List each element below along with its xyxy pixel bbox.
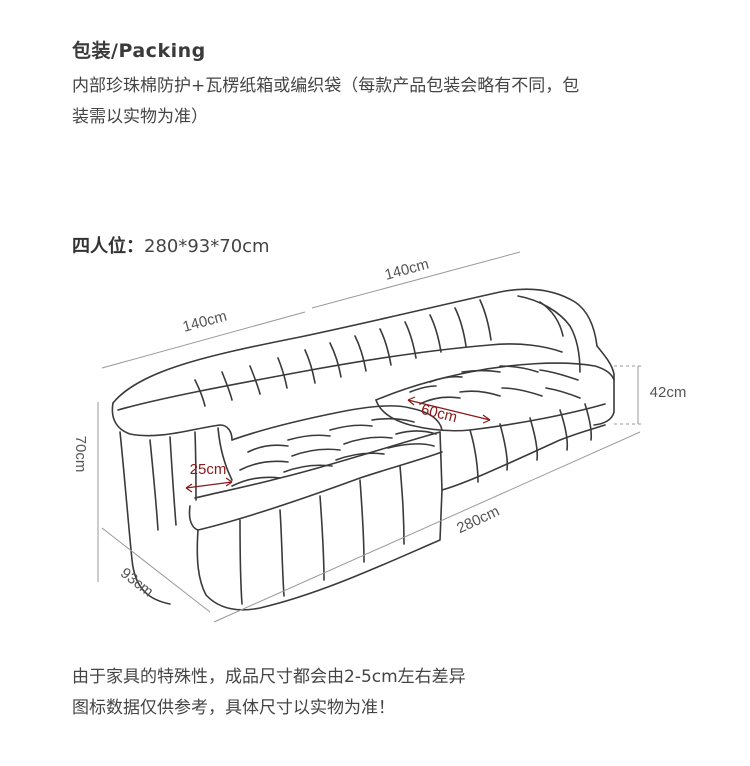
sofa-outline [111,288,615,611]
packing-description-line-1: 内部珍珠棉防护+瓦楞纸箱或编织袋（每款产品包装会略有不同，包 [72,76,580,96]
label-height: 70cm [72,436,89,473]
label-seat-height: 42cm [650,384,687,401]
dimension-lines [97,251,644,623]
label-depth: 93cm [117,564,156,600]
disclaimer-line-2: 图标数据仅供参考，具体尺寸以实物为准！ [72,698,395,718]
dimension-line-depth [101,527,211,613]
packing-description-line-2: 装需以实物为准） [72,107,208,127]
disclaimer-line-1: 由于家具的特殊性，成品尺寸都会由2-5cm左右差异 [72,667,466,687]
packing-description: 内部珍珠棉防护+瓦楞纸箱或编织袋（每款产品包装会略有不同，包 装需以实物为准） [72,71,672,133]
sofa-dimension-diagram: 140cm 140cm 280cm 70cm 93cm 42cm 25cm 60… [72,251,687,623]
cushion-depth-line [407,399,491,421]
size-label: 四人位： [72,236,144,257]
label-back-right-width: 140cm [383,256,431,284]
disclaimer-note: 由于家具的特殊性，成品尺寸都会由2-5cm左右差异 图标数据仅供参考，具体尺寸以… [72,662,466,724]
armrest-width-line [185,481,233,489]
accent-dimension-lines [185,396,491,493]
dimension-line-back-right [311,251,521,309]
packing-title: 包装/Packing [72,40,206,62]
size-value: 280*93*70cm [144,236,270,257]
label-back-left-width: 140cm [181,308,229,336]
label-front-length: 280cm [454,503,502,537]
dimension-line-back-left [101,311,306,369]
dimension-line-front [213,431,641,623]
size-spec: 四人位：280*93*70cm [72,232,270,258]
label-armrest-width: 25cm [190,461,227,478]
